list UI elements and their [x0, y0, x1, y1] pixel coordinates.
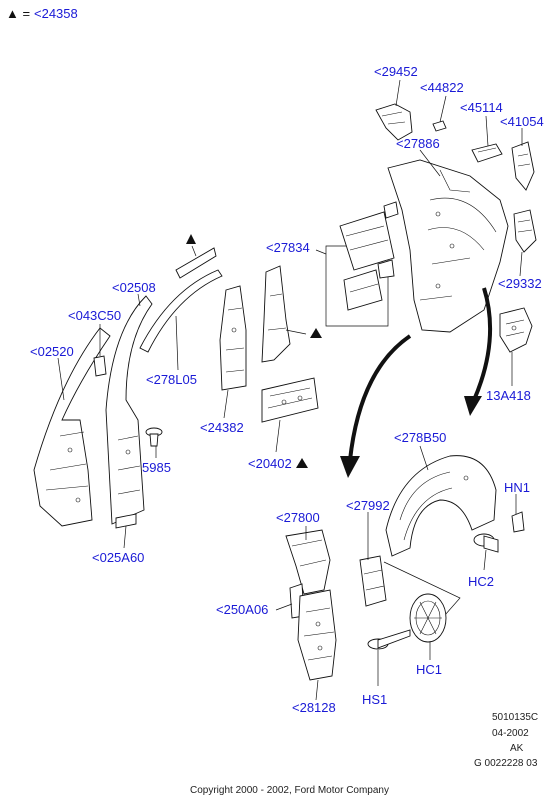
part-13A418-drawing — [499, 307, 533, 353]
part-20402-drawing — [261, 377, 319, 423]
triangle-marker-right — [310, 328, 322, 338]
part-right-pillar-drawing — [261, 265, 291, 363]
label-41054[interactable]: <41054 — [500, 114, 544, 129]
label-13A418[interactable]: 13A418 — [486, 388, 531, 403]
part-27800-drawing — [285, 529, 331, 595]
part-HS1-drawing — [367, 629, 411, 650]
label-45114[interactable]: <45114 — [460, 100, 503, 115]
triangle-marker-upper — [186, 234, 196, 244]
label-HC2[interactable]: HC2 — [468, 574, 494, 589]
label-02520[interactable]: <02520 — [30, 344, 74, 359]
legend-symbol: ▲ = — [6, 6, 30, 21]
label-27800[interactable]: <27800 — [276, 510, 320, 525]
copyright-text: Copyright 2000 - 2002, Ford Motor Compan… — [190, 785, 389, 796]
label-HS1[interactable]: HS1 — [362, 692, 387, 707]
label-29452[interactable]: <29452 — [374, 64, 418, 79]
part-24382-drawing — [219, 285, 247, 391]
diagram-code: AK — [510, 743, 524, 754]
part-HC1-drawing — [409, 593, 447, 643]
assembly-arrow-right — [464, 287, 493, 416]
label-29332[interactable]: <29332 — [498, 276, 542, 291]
part-pillar-02508-drawing — [105, 295, 153, 525]
label-HC1[interactable]: HC1 — [416, 662, 442, 677]
part-02508-drawing — [175, 247, 217, 279]
diagram-date: 04-2002 — [492, 728, 529, 739]
part-44822-drawing — [432, 120, 447, 132]
label-5985[interactable]: 5985 — [142, 460, 171, 475]
part-HN1-drawing — [511, 511, 525, 533]
diagram-number: 5010135C — [492, 712, 538, 723]
part-45114-drawing — [471, 143, 503, 163]
label-44822[interactable]: <44822 — [420, 80, 464, 95]
label-278L05[interactable]: <278L05 — [146, 372, 197, 387]
legend-ref-label[interactable]: <24358 — [34, 6, 78, 21]
part-27886-drawing — [387, 159, 509, 333]
part-043C50-drawing — [93, 355, 107, 377]
label-02508[interactable]: <02508 — [112, 280, 156, 295]
label-28128[interactable]: <28128 — [292, 700, 336, 715]
triangle-marker-20402 — [296, 458, 308, 468]
label-278B50[interactable]: <278B50 — [394, 430, 446, 445]
part-02520-drawing — [33, 327, 111, 527]
label-HN1[interactable]: HN1 — [504, 480, 530, 495]
part-27834-drawing — [339, 201, 399, 311]
part-29332-drawing — [513, 209, 537, 253]
diagram-reference: G 0022228 03 — [474, 758, 538, 769]
label-27992[interactable]: <27992 — [346, 498, 390, 513]
part-41054-drawing — [511, 141, 535, 191]
label-27834[interactable]: <27834 — [266, 240, 310, 255]
label-20402[interactable]: <20402 — [248, 456, 292, 471]
part-27992-drawing — [359, 555, 387, 607]
part-025A60-drawing — [115, 513, 137, 529]
part-HC2-drawing — [473, 533, 499, 553]
part-28128-drawing — [297, 589, 337, 681]
label-24382[interactable]: <24382 — [200, 420, 244, 435]
part-278B50-drawing — [385, 455, 497, 557]
label-27886[interactable]: <27886 — [396, 136, 440, 151]
part-29452-drawing — [375, 103, 413, 141]
assembly-arrow-left — [340, 334, 412, 478]
label-250A06[interactable]: <250A06 — [216, 602, 268, 617]
part-278L05-drawing — [139, 269, 223, 353]
label-043C50[interactable]: <043C50 — [68, 308, 121, 323]
part-5985-drawing — [145, 427, 163, 447]
label-025A60[interactable]: <025A60 — [92, 550, 144, 565]
